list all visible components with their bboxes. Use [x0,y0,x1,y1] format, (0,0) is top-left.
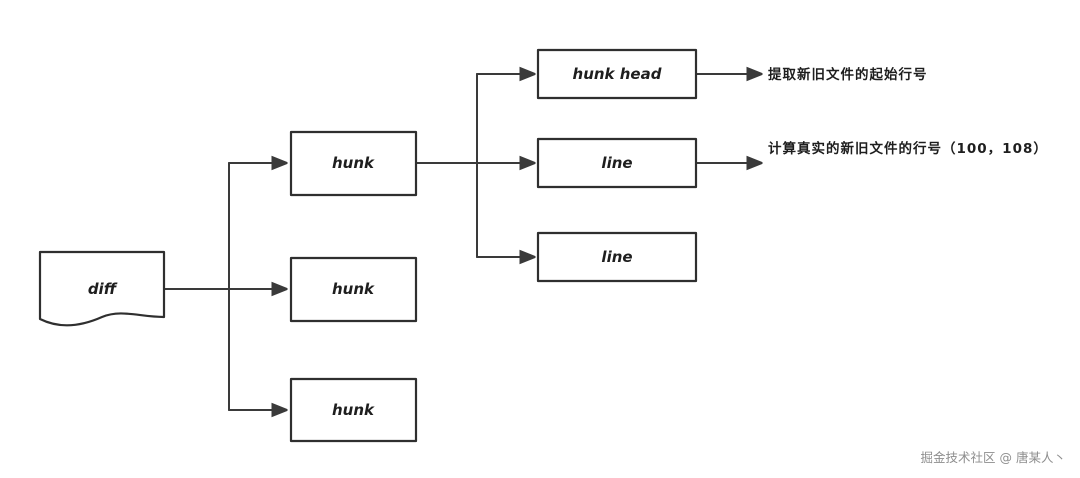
line-note: 计算真实的新旧文件的行号（100，108） [768,140,1048,157]
hunk-2-label: hunk [332,280,375,298]
line-2-label: line [601,248,632,266]
line-1-label: line [601,154,632,172]
watermark: 掘金技术社区 @ 唐某人丶 [921,450,1066,465]
hunk-node-1: hunk [289,130,418,197]
hunk-1-label: hunk [332,154,375,172]
hunk-3-label: hunk [332,401,375,419]
hunk-head-node: hunk head [536,48,698,100]
hunk-head-label: hunk head [573,65,662,83]
hunk-head-note: 提取新旧文件的起始行号 [768,66,928,83]
line-node-1: line [536,137,698,189]
diff-node: diff [38,250,166,327]
diff-document-shape [38,250,166,327]
hunk-node-3: hunk [289,377,418,443]
line-node-2: line [536,231,698,283]
hunk-node-2: hunk [289,256,418,323]
diff-label: diff [88,280,118,298]
